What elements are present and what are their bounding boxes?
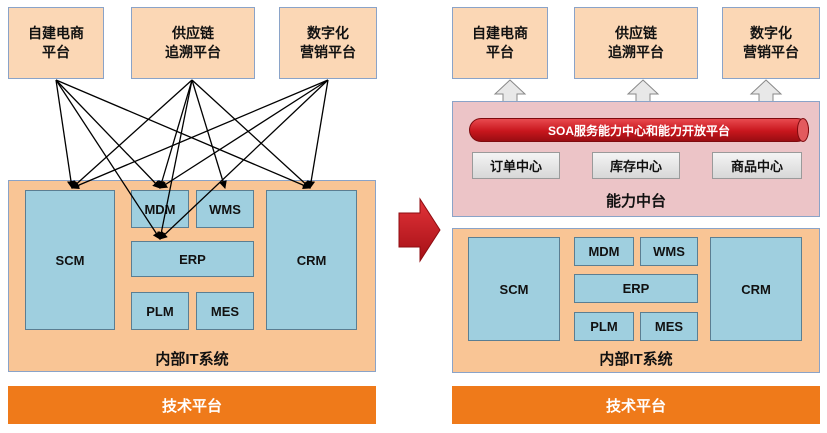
- product-center: 商品中心: [712, 152, 802, 179]
- system-mes: MES: [196, 292, 254, 330]
- system-erp: ERP: [131, 241, 254, 277]
- right-system-crm: CRM: [710, 237, 802, 341]
- right-system-erp: ERP: [574, 274, 698, 303]
- tech-platform-bar: 技术平台: [8, 386, 376, 424]
- top-box-marketing: 数字化 营销平台: [279, 7, 377, 79]
- right-system-plm: PLM: [574, 312, 634, 341]
- top-box-ecommerce: 自建电商 平台: [8, 7, 104, 79]
- right-system-mdm: MDM: [574, 237, 634, 266]
- internal-it-label: 内部IT系统: [155, 351, 229, 368]
- right-system-wms: WMS: [640, 237, 698, 266]
- right-top-box-marketing: 数字化 营销平台: [722, 7, 820, 79]
- right-internal-it-label: 内部IT系统: [599, 351, 673, 368]
- right-tech-platform-bar: 技术平台: [452, 386, 820, 424]
- right-top-box-supply-chain: 供应链 追溯平台: [574, 7, 698, 79]
- top-box-supply-chain: 供应链 追溯平台: [131, 7, 255, 79]
- order-center: 订单中心: [472, 152, 560, 179]
- right-system-scm: SCM: [468, 237, 560, 341]
- inventory-center: 库存中心: [592, 152, 680, 179]
- soa-bar-label: SOA服务能力中心和能力开放平台: [547, 123, 730, 138]
- right-top-box-ecommerce: 自建电商 平台: [452, 7, 548, 79]
- middle-platform-label: 能力中台: [605, 193, 666, 210]
- system-crm: CRM: [266, 190, 357, 330]
- right-system-mes: MES: [640, 312, 698, 341]
- system-scm: SCM: [25, 190, 115, 330]
- system-plm: PLM: [131, 292, 189, 330]
- soa-bar: SOA服务能力中心和能力开放平台: [469, 118, 809, 142]
